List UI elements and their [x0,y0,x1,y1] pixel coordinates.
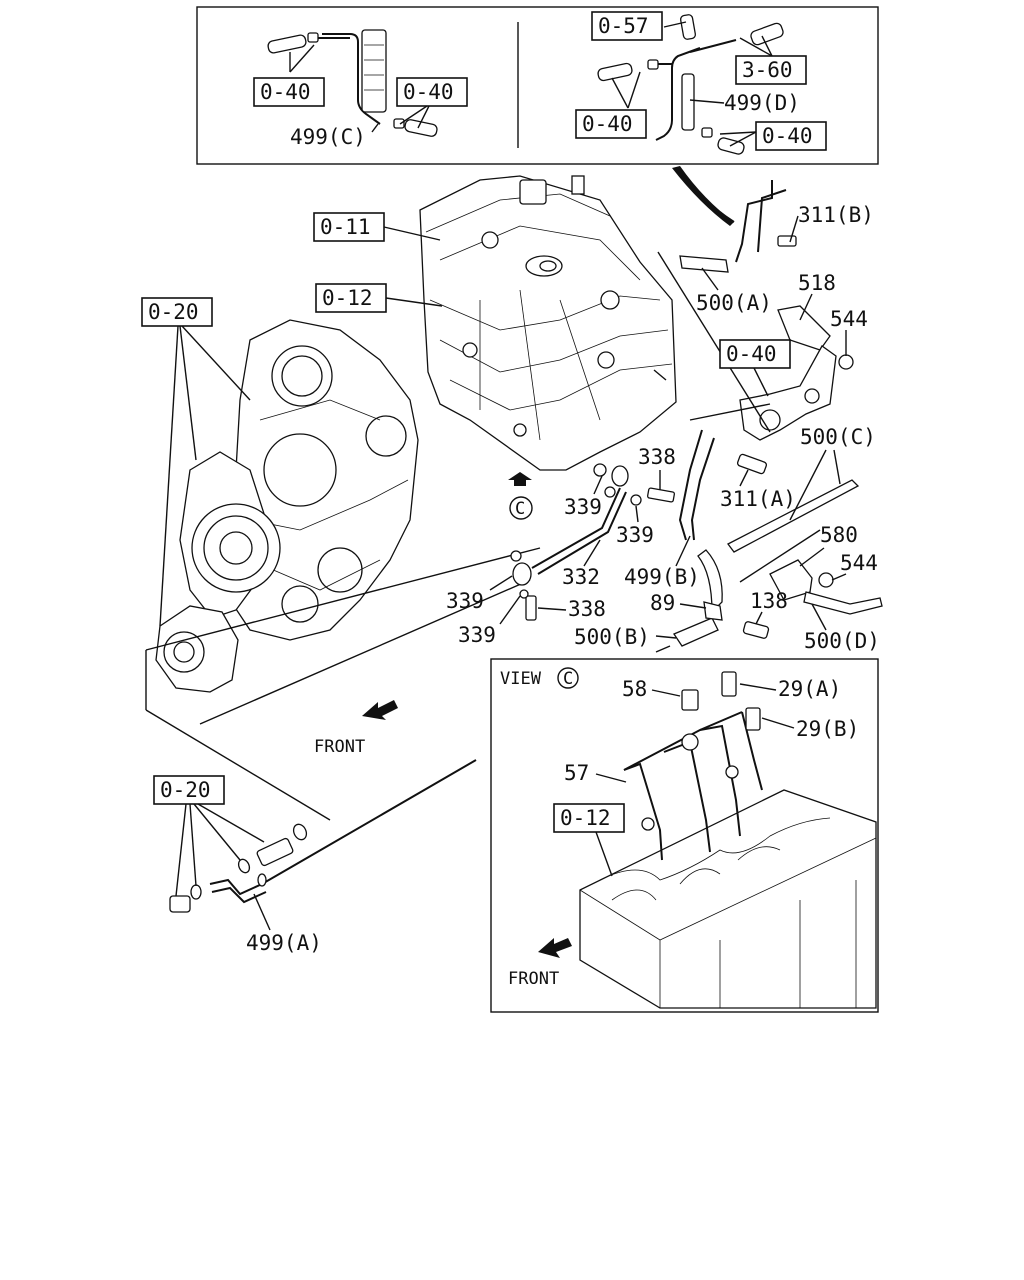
part-label-339: 339 [458,623,496,647]
pipe-499d-drawing [597,14,784,155]
view-c-frame [490,658,879,1013]
part-label-58: 58 [622,677,647,701]
ref-label: 0-40 [403,80,454,104]
view-arrow-icon [508,472,532,486]
part-label-339: 339 [564,495,602,519]
part-label-138: 138 [750,589,788,613]
front-label: FRONT [314,737,365,757]
ref-box [153,775,225,805]
view-c-title: VIEW [500,669,542,689]
ref-box [719,339,791,369]
ref-label-lower: 0-20 [160,778,211,802]
view-c-inset: VIEW C 58 [490,658,879,1013]
top-inset-frame [196,6,879,165]
ref-label-front: 0-20 [148,300,199,324]
view-c-title-circle [557,667,579,689]
ref-box [755,121,827,151]
view-c-cylinder-block [579,671,877,1009]
pipe-499c-drawing [267,29,438,137]
ref-box [591,11,663,41]
part-label-311a: 311(A) [720,487,796,511]
part-label-339: 339 [616,523,654,547]
ref-label: 0-40 [762,124,813,148]
view-c-front-label: FRONT [508,969,559,989]
part-label-29a: 29(A) [778,677,841,701]
part-label-499d: 499(D) [724,91,800,115]
part-label-311b: 311(B) [798,203,874,227]
ref-box [396,77,468,107]
part-label-544: 544 [840,551,878,575]
part-label-57: 57 [564,761,589,785]
part-label-499c: 499(C) [290,125,366,149]
view-c-front-arrow-icon [538,938,572,958]
ref-box [315,283,387,313]
part-label-338: 338 [638,445,676,469]
ref-label: 0-57 [598,14,649,38]
view-c-title-letter: C [563,669,573,689]
front-arrow-icon [362,700,398,720]
ref-label-cover: 0-12 [322,286,373,310]
view-marker-letter: C [515,499,525,519]
view-marker-circle [509,496,533,520]
part-label-544: 544 [830,307,868,331]
ref-box [735,55,807,85]
part-label-338: 338 [568,597,606,621]
part-label-332: 332 [562,565,600,589]
part-label-500c: 500(C) [800,425,876,449]
part-label-499b: 499(B) [624,565,700,589]
part-label-500a: 500(A) [696,291,772,315]
ref-box [575,109,647,139]
ref-label: 0-40 [582,112,633,136]
ref-label: 0-40 [260,80,311,104]
ref-label-view-c: 0-12 [560,806,611,830]
ref-label-pump: 0-40 [726,342,777,366]
part-label-500b: 500(B) [574,625,650,649]
front-cover-drawing [155,319,419,693]
part-label-89: 89 [650,591,675,615]
part-label-500d: 500(D) [804,629,880,653]
engine-block-drawing [419,175,677,471]
pipe-499a-drawing [169,759,477,913]
top-inset: 0-40 0-40 499(C) 0-57 [196,6,879,165]
part-label-499a: 499(A) [246,931,322,955]
part-label-518: 518 [798,271,836,295]
part-label-339: 339 [446,589,484,613]
ref-box [553,803,625,833]
part-label-29b: 29(B) [796,717,859,741]
ref-box [313,212,385,242]
ref-box [253,77,325,107]
part-label-580: 580 [820,523,858,547]
ref-box [141,297,213,327]
ref-label-block: 0-11 [320,215,371,239]
ref-label: 3-60 [742,58,793,82]
